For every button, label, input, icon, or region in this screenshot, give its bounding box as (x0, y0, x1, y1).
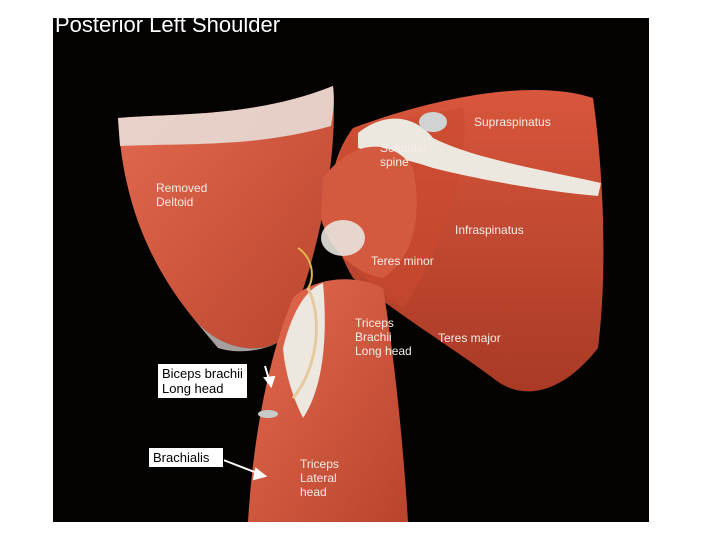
label-teres-major: Teres major (438, 331, 501, 345)
humerus-pin (258, 410, 278, 418)
label-supraspinatus: Supraspinatus (474, 115, 551, 129)
humeral-head-cartilage (321, 220, 365, 256)
label-removed-deltoid: Removed Deltoid (156, 181, 208, 209)
upper-arm-muscles (248, 247, 408, 522)
shoulder-model-photo (53, 18, 649, 522)
label-scapular-spine: Scapular spine (380, 141, 428, 169)
label-brachialis: Brachialis (148, 447, 224, 468)
scapular-spine-bone (358, 118, 601, 196)
label-triceps-lateral-head: Triceps Lateral head (300, 457, 339, 499)
page-title: Posterior Left Shoulder (55, 12, 281, 37)
removed-deltoid-muscle (118, 86, 334, 352)
label-teres-minor: Teres minor (371, 254, 434, 268)
acromion-screw (419, 112, 447, 132)
shoulder-model-illustration (118, 86, 604, 522)
label-triceps-long-head: Triceps Brachii Long head (355, 316, 412, 358)
label-infraspinatus: Infraspinatus (455, 223, 524, 237)
label-biceps-long-head: Biceps brachii Long head (157, 363, 248, 399)
